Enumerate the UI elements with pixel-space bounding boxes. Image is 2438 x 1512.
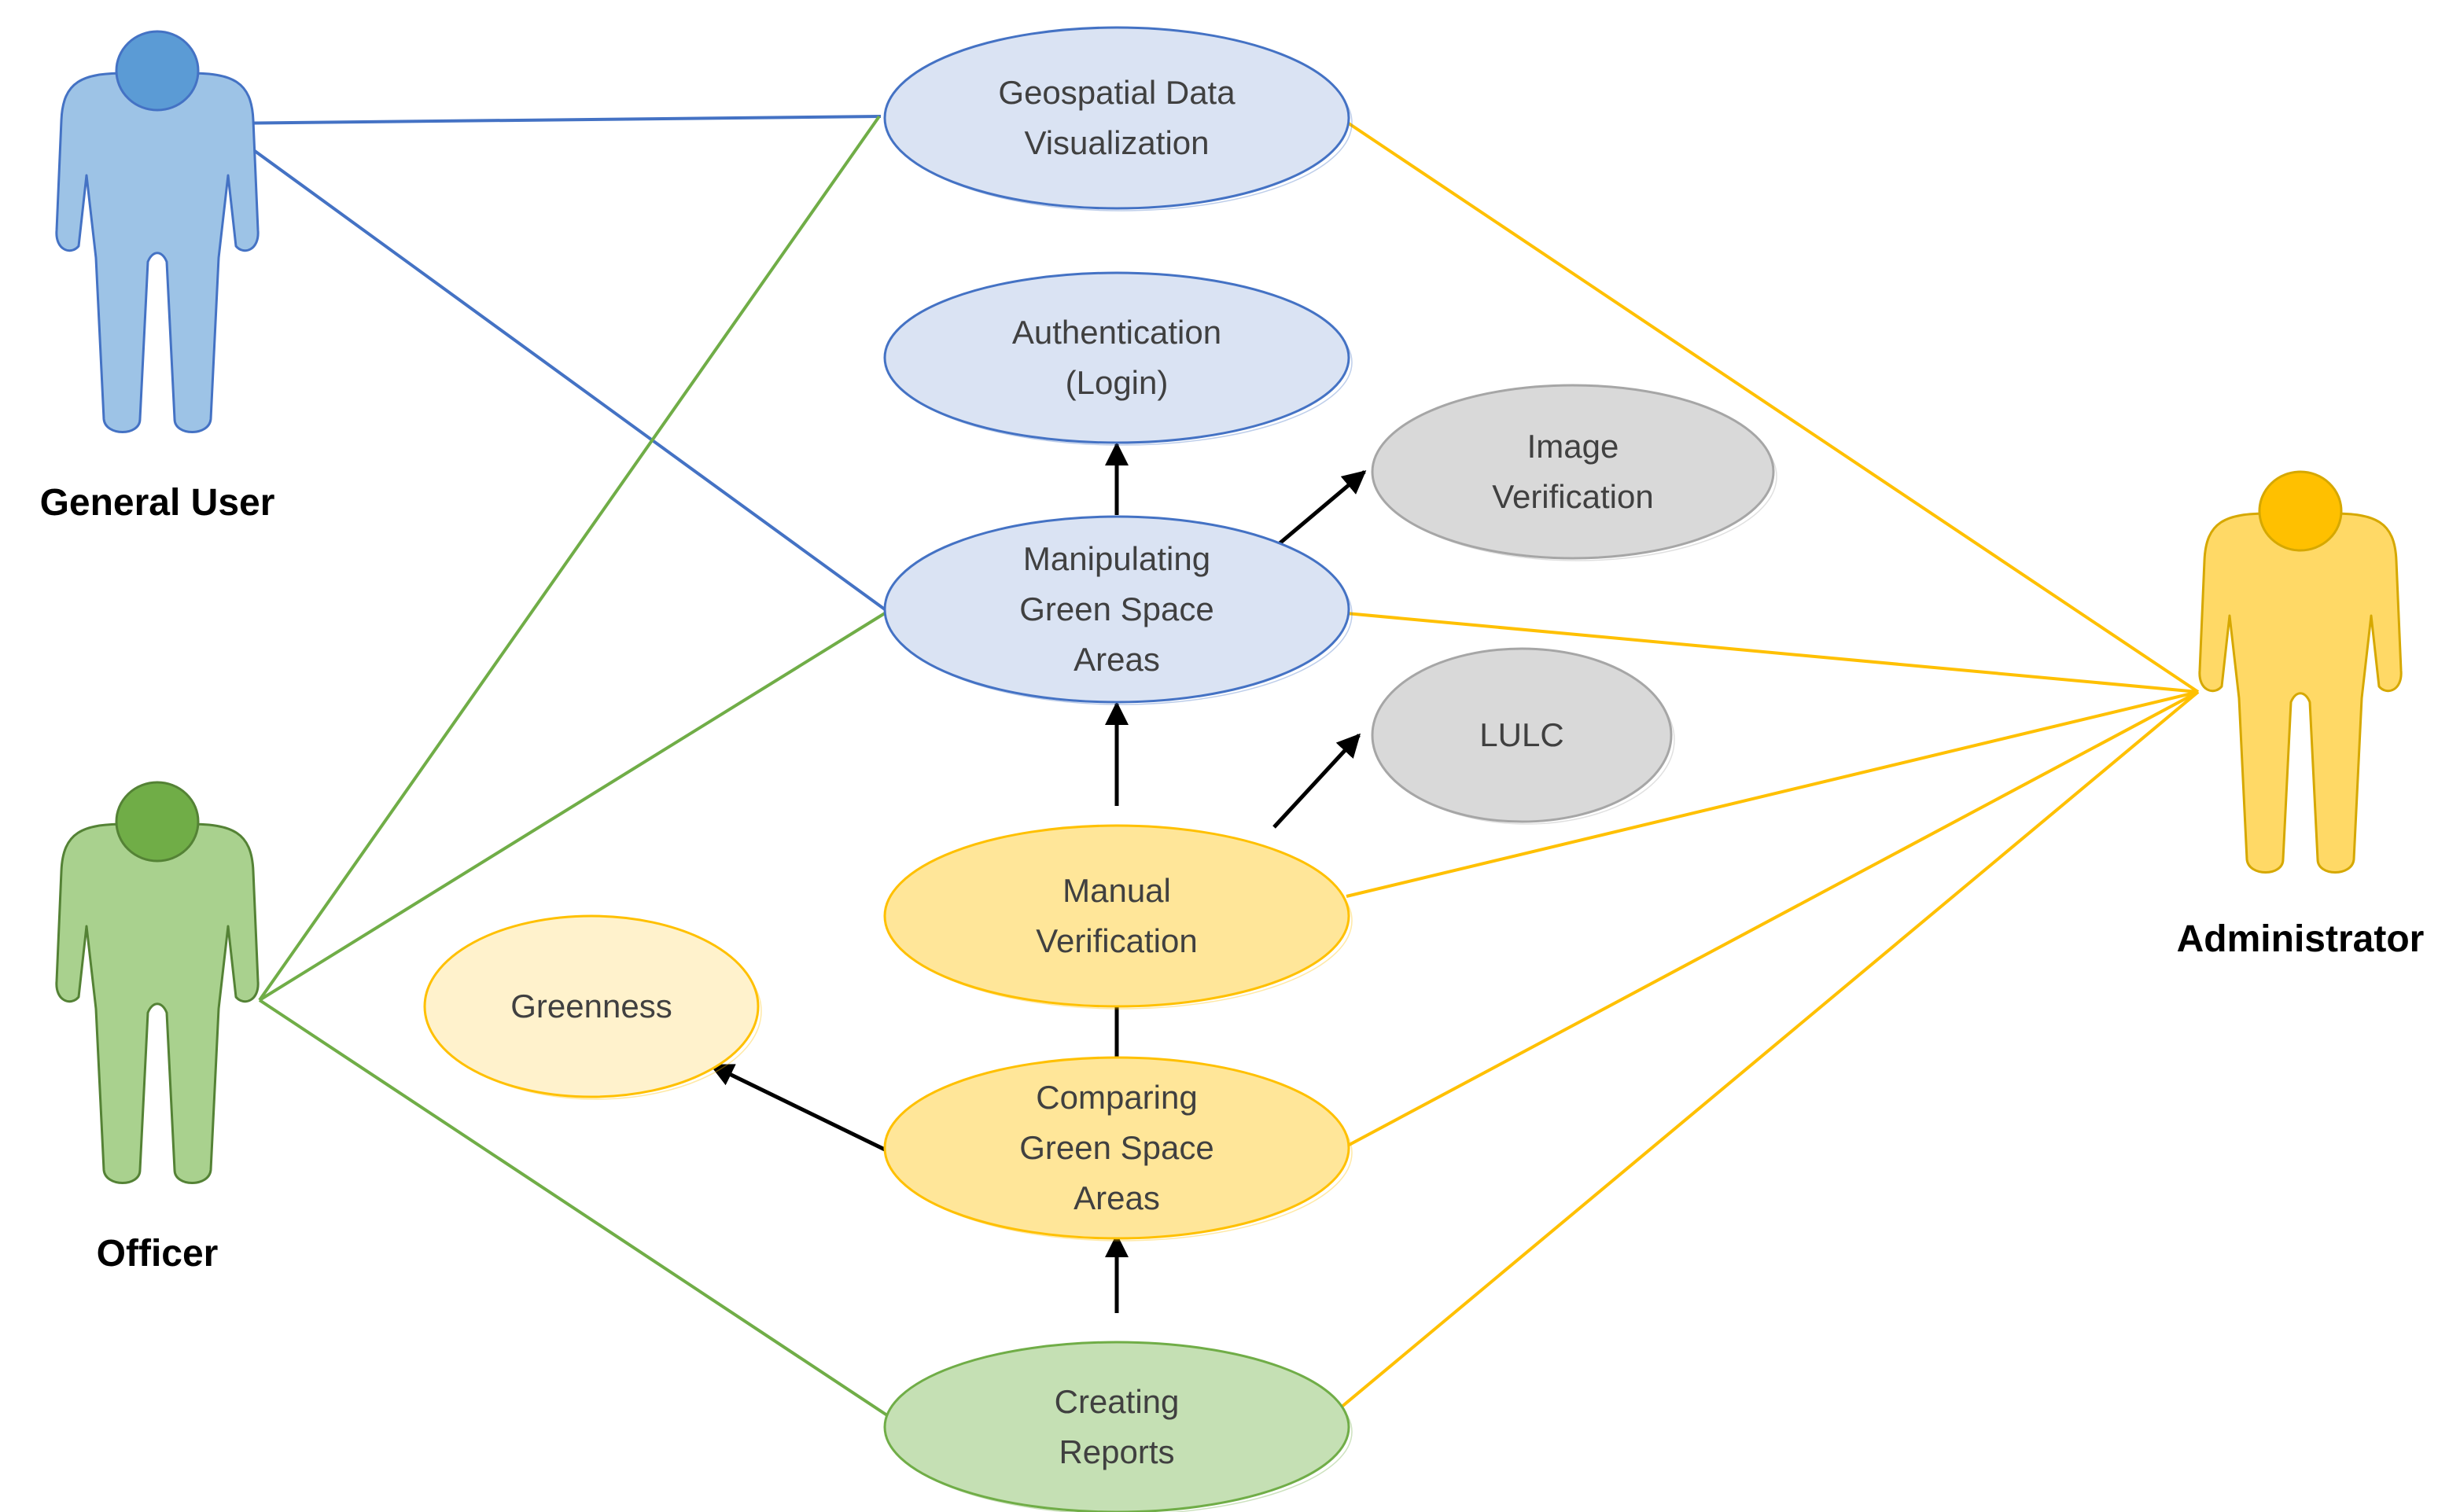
- association-administrator-to-manipulating: [1346, 612, 2199, 693]
- use-case-ellipse: [883, 1341, 1350, 1512]
- use-cases: Geospatial DataVisualizationAuthenticati…: [423, 26, 1777, 1512]
- actor-head: [2258, 470, 2343, 552]
- use-case-ellipse: [883, 824, 1350, 1008]
- use-case-label-line: Greenness: [510, 988, 672, 1025]
- use-case-ellipse: [883, 271, 1350, 444]
- actor-label: General User: [40, 482, 275, 524]
- actor-label: Officer: [97, 1233, 219, 1275]
- use-case-label-line: Manual: [1062, 872, 1171, 909]
- use-case-label-line: Creating: [1055, 1383, 1180, 1420]
- use-case-label-line: LULC: [1479, 716, 1563, 753]
- association-administrator-to-geospatial: [1345, 120, 2200, 693]
- association-lines: [219, 115, 2200, 1417]
- use-case-label-line: Authentication: [1012, 314, 1221, 351]
- use-case-ellipse: [1371, 647, 1673, 823]
- use-case-label-line: Reports: [1059, 1433, 1174, 1470]
- use-case-label-line: Comparing: [1036, 1079, 1197, 1116]
- arrow-manual-verification-to-lulc: [1272, 733, 1361, 829]
- use-case-lulc[interactable]: LULC: [1371, 647, 1675, 825]
- actor-administrator[interactable]: Administrator: [2177, 470, 2425, 960]
- use-case-label-line: Visualization: [1024, 124, 1209, 161]
- use-case-label-line: Areas: [1074, 1179, 1160, 1216]
- actor-head: [115, 30, 200, 112]
- actor-label: Administrator: [2177, 918, 2425, 960]
- association-general-user-to-manipulating: [219, 124, 886, 611]
- use-case-ellipse: [883, 515, 1350, 704]
- use-case-ellipse: [883, 26, 1350, 210]
- actor-body: [55, 822, 260, 1184]
- use-case-greenness[interactable]: Greenness: [423, 914, 762, 1100]
- association-administrator-to-manual-verification: [1346, 690, 2199, 898]
- use-case-label-line: Geospatial Data: [998, 74, 1236, 111]
- actor-body: [2198, 512, 2403, 874]
- actor-general-user[interactable]: General User: [40, 30, 275, 524]
- use-case-authentication[interactable]: Authentication (Login): [883, 271, 1353, 446]
- use-case-label-line: (Login): [1066, 364, 1169, 401]
- use-case-label-line: Manipulating: [1023, 540, 1210, 577]
- use-case-label-line: Verification: [1036, 922, 1197, 959]
- association-officer-to-manipulating: [258, 612, 886, 1002]
- arrow-comparing-to-greenness: [709, 1063, 886, 1152]
- actor-officer[interactable]: Officer: [55, 781, 260, 1275]
- actor-head: [115, 781, 200, 863]
- use-case-ellipse: [883, 1056, 1350, 1240]
- use-case-label-line: Image: [1527, 428, 1619, 465]
- dependency-arrows: [709, 442, 1367, 1313]
- use-case-label-line: Green Space: [1019, 1129, 1214, 1166]
- use-case-label-line: Green Space: [1019, 590, 1214, 627]
- use-case-ellipse: [1371, 384, 1775, 560]
- association-administrator-to-comparing: [1342, 690, 2199, 1150]
- use-case-ellipse: [423, 914, 760, 1098]
- use-case-label-line: Areas: [1074, 641, 1160, 678]
- association-officer-to-geospatial: [258, 115, 881, 1002]
- association-administrator-to-creating-reports: [1339, 690, 2200, 1409]
- actor-body: [55, 72, 260, 433]
- association-general-user-to-geospatial: [219, 115, 882, 125]
- arrow-manipulating-to-image-verification: [1272, 470, 1367, 550]
- association-officer-to-creating-reports: [258, 999, 889, 1417]
- use-case-label-line: Verification: [1492, 478, 1653, 515]
